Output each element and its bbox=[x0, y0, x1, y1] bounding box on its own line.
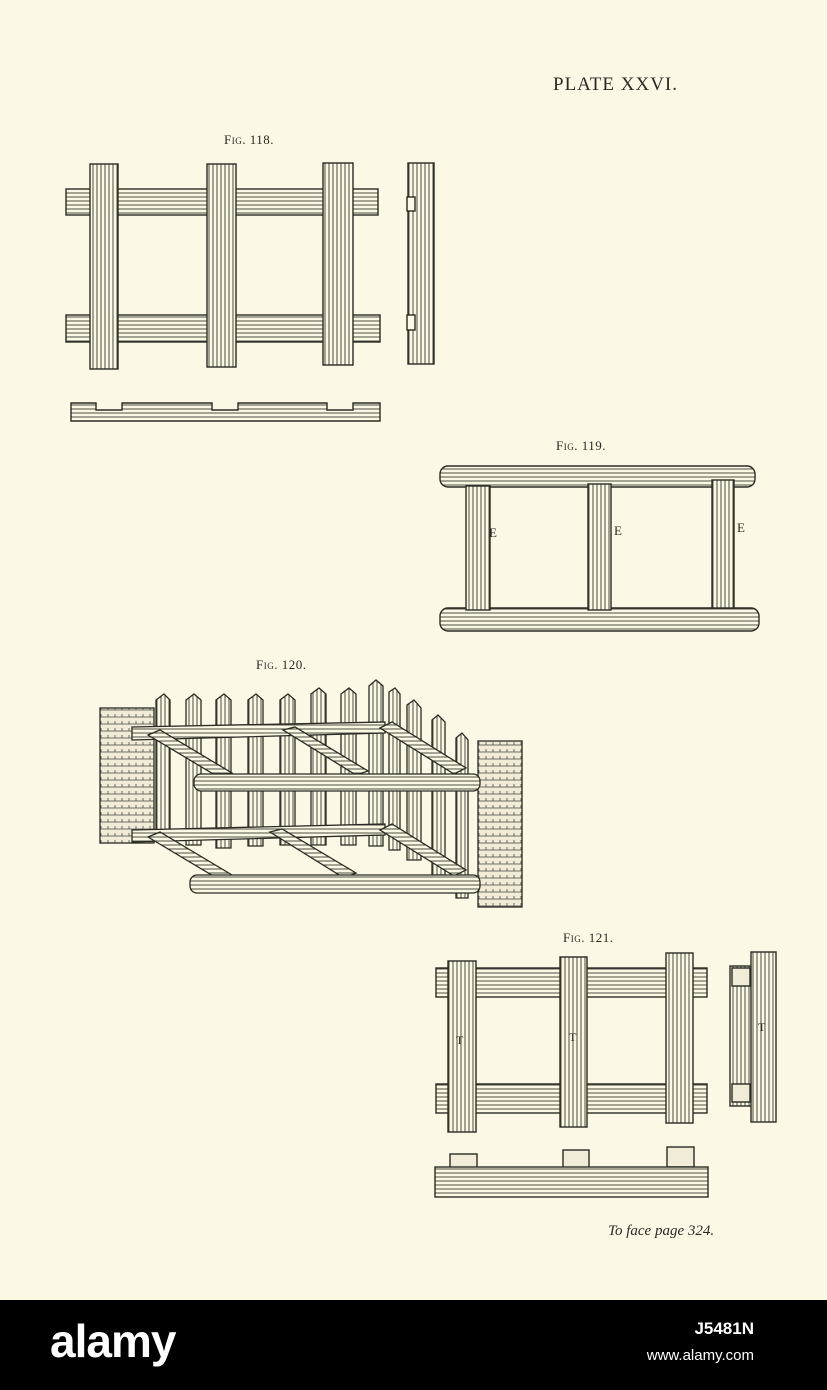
figure-120-caption: Fig. 120. bbox=[256, 657, 307, 672]
plate-page: PLATE XXVI. Fig. 118. Fig. 119. Fig. 120… bbox=[0, 0, 827, 1300]
site-url: www.alamy.com bbox=[646, 1347, 754, 1364]
figure-118-drawing bbox=[65, 162, 435, 422]
sill-label-t: T bbox=[569, 1030, 577, 1044]
figure-119-drawing bbox=[439, 465, 760, 632]
sill-label-t: T bbox=[758, 1020, 766, 1034]
post-label-e: E bbox=[737, 520, 745, 535]
brand-logo: alamy bbox=[50, 1315, 176, 1367]
post-label-e: E bbox=[614, 523, 622, 538]
plate-drawing bbox=[65, 162, 777, 1198]
plate-title: PLATE XXVI. bbox=[553, 74, 678, 95]
post-label-e: E bbox=[489, 525, 497, 540]
figure-118-caption: Fig. 118. bbox=[224, 132, 274, 147]
figure-121-caption: Fig. 121. bbox=[563, 930, 614, 945]
sill-label-t: T bbox=[456, 1033, 464, 1047]
facing-page-note: To face page 324. bbox=[608, 1223, 715, 1239]
figure-120-drawing bbox=[99, 679, 523, 908]
figure-121-drawing bbox=[434, 951, 777, 1198]
figure-119-caption: Fig. 119. bbox=[556, 438, 606, 453]
image-id: J5481N bbox=[694, 1319, 754, 1338]
stock-footer-bar bbox=[0, 1300, 827, 1390]
